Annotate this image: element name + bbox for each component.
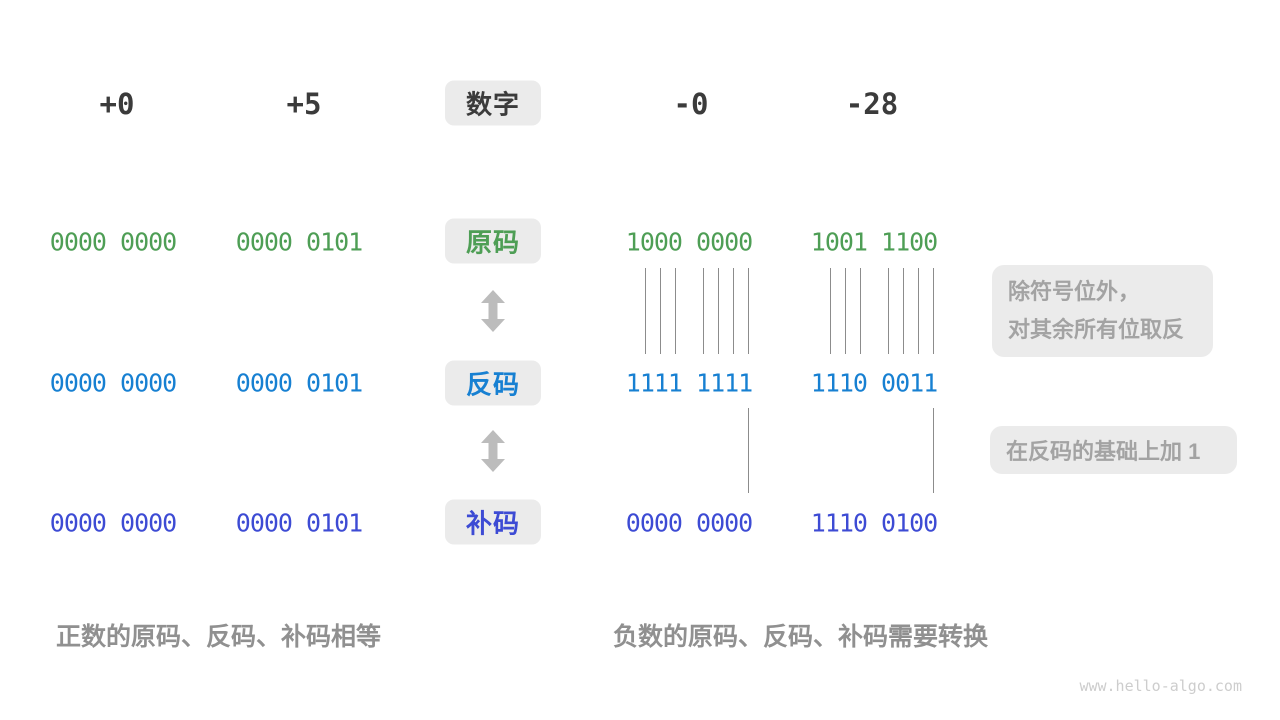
sign-magnitude-label: 原码 [465, 227, 520, 258]
bit-connector-line [675, 268, 676, 354]
bit-connector-line [830, 268, 831, 354]
bit-connector-line [733, 268, 734, 354]
bit-connector-line [903, 268, 904, 354]
up-down-arrow-icon [481, 430, 505, 472]
ones-binary-minus0: 1111 1111 [625, 368, 753, 398]
twos-binary-plus5: 0000 0101 [235, 508, 363, 538]
carry-line [748, 408, 749, 493]
header-number-minus28: -28 [845, 87, 899, 121]
twos-binary-minus0: 0000 0000 [625, 508, 753, 538]
add-one-note: 在反码的基础上加 1 [990, 426, 1237, 474]
header-number-minus0: -0 [673, 87, 709, 121]
bit-connector-line [660, 268, 661, 354]
twos-binary-plus0: 0000 0000 [49, 508, 177, 538]
bit-connector-line [748, 268, 749, 354]
sign-binary-plus0: 0000 0000 [49, 227, 177, 257]
number-label-chip: 数字 [445, 80, 541, 126]
caption-positive: 正数的原码、反码、补码相等 [56, 623, 382, 651]
bit-connector-line [933, 268, 934, 354]
add-one-note-text: 在反码的基础上加 1 [1006, 439, 1201, 464]
sign-binary-minus28: 1001 1100 [810, 227, 938, 257]
twos-complement-chip: 补码 [445, 499, 541, 545]
twos-binary-minus28: 1110 0100 [810, 508, 938, 538]
twos-complement-label: 补码 [465, 508, 520, 539]
sign-binary-minus0: 1000 0000 [625, 227, 753, 257]
bit-connector-line [888, 268, 889, 354]
up-down-arrow-icon [481, 290, 505, 332]
ones-binary-plus0: 0000 0000 [49, 368, 177, 398]
bit-connector-line [860, 268, 861, 354]
bit-connector-line [845, 268, 846, 354]
ones-complement-chip: 反码 [445, 360, 541, 406]
bit-connector-line [918, 268, 919, 354]
number-label: 数字 [465, 89, 520, 120]
header-number-plus5: +5 [286, 87, 322, 121]
sign-binary-plus5: 0000 0101 [235, 227, 363, 257]
header-number-plus0: +0 [99, 87, 135, 121]
bit-connector-line [718, 268, 719, 354]
invert-bits-note-line1: 除符号位外， [1008, 279, 1141, 304]
bit-connector-line [645, 268, 646, 354]
invert-bits-note-line2: 对其余所有位取反 [1008, 317, 1185, 342]
caption-negative: 负数的原码、反码、补码需要转换 [613, 623, 989, 651]
ones-binary-minus28: 1110 0011 [810, 368, 938, 398]
ones-binary-plus5: 0000 0101 [235, 368, 363, 398]
invert-bits-note: 除符号位外， 对其余所有位取反 [992, 265, 1213, 357]
sign-magnitude-chip: 原码 [445, 218, 541, 264]
watermark: www.hello-algo.com [1079, 677, 1242, 695]
bit-connector-line [703, 268, 704, 354]
carry-line [933, 408, 934, 493]
ones-complement-label: 反码 [465, 369, 520, 400]
